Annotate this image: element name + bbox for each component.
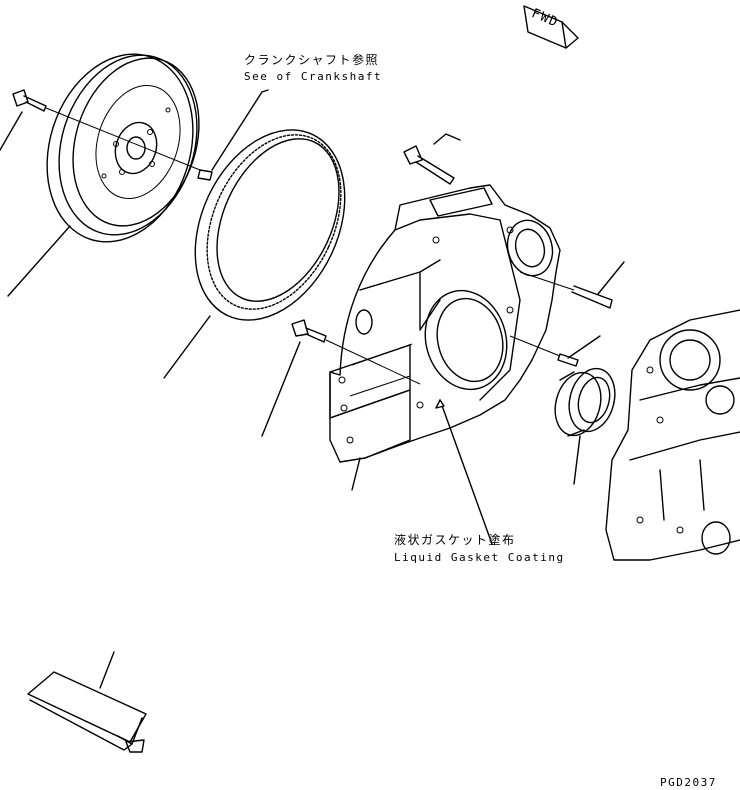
ring-gear <box>194 129 346 321</box>
crankshaft-note-ja: クランクシャフト参照 <box>244 53 380 67</box>
flywheel-bolt <box>12 89 201 171</box>
gasket-note-en: Liquid Gasket Coating <box>394 551 565 564</box>
housing-stud <box>519 271 613 309</box>
oil-seal <box>554 367 616 437</box>
cylinder-block <box>605 309 740 561</box>
crankshaft-note-en: See of Crankshaft <box>244 70 383 83</box>
flywheel <box>46 53 200 243</box>
flywheel-housing <box>329 184 561 463</box>
housing-pin <box>509 335 579 367</box>
dowel-pin <box>197 169 213 181</box>
housing-bolt-left <box>291 319 421 385</box>
housing-bolt-top <box>403 145 455 185</box>
leader-lines <box>0 89 625 689</box>
liquid-gasket-tube <box>27 671 147 753</box>
fwd-arrow-icon <box>523 5 579 49</box>
drawing-code: PGD2037 <box>660 776 717 789</box>
gasket-note-ja: 液状ガスケット塗布 <box>394 533 516 547</box>
